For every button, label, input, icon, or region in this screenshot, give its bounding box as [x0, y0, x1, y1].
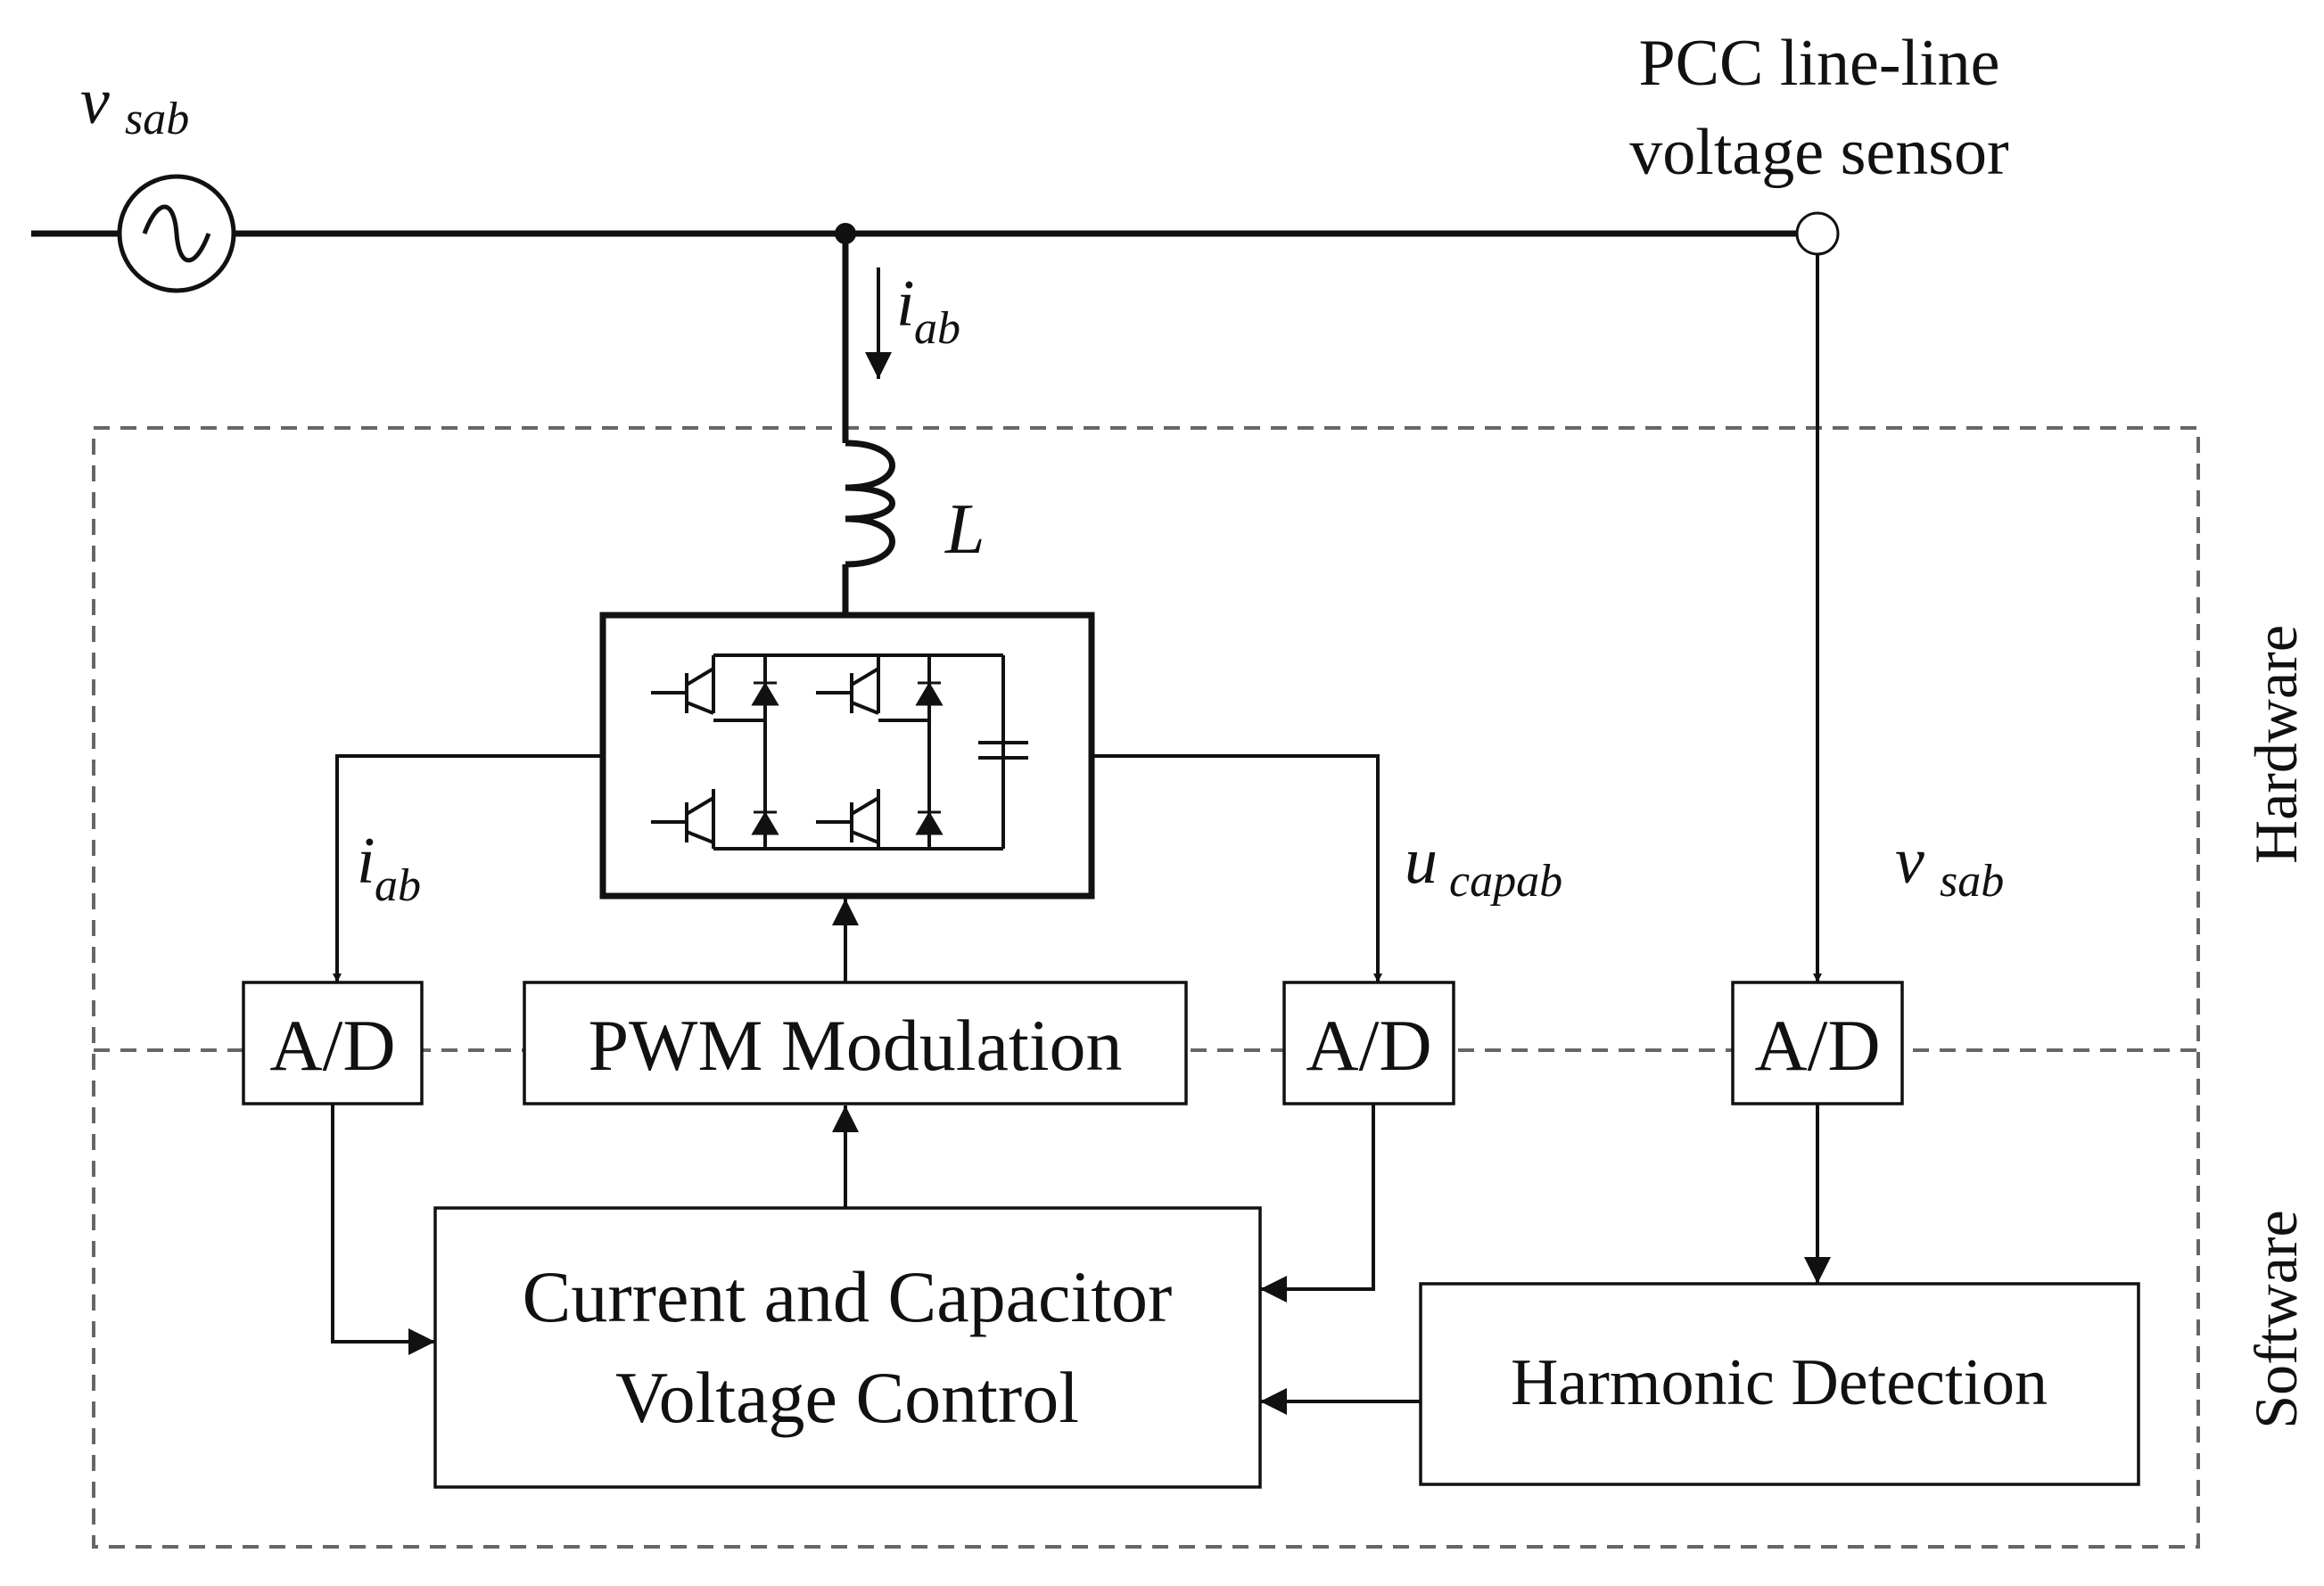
sensed-voltage-label: v sab [1895, 825, 2004, 907]
source-voltage-label: v sab [80, 65, 189, 144]
svg-text:sab: sab [125, 94, 189, 144]
ad-converter-current: A/D [242, 981, 424, 1105]
svg-text:i: i [896, 267, 915, 341]
sensor-label-line2: voltage sensor [1629, 116, 2008, 189]
svg-text:v: v [80, 65, 110, 138]
ad-converter-capacitor: A/D [1282, 981, 1455, 1105]
capacitor-voltage-label: u capab [1405, 825, 1562, 907]
capacitor-voltage-wire [1092, 754, 1382, 982]
svg-text:Harmonic Detection: Harmonic Detection [1511, 1346, 2048, 1419]
svg-text:capab: capab [1449, 856, 1562, 907]
svg-text:PWM Modulation: PWM Modulation [588, 1005, 1122, 1086]
inductor-icon [845, 440, 895, 568]
svg-text:A/D: A/D [1306, 1005, 1431, 1086]
software-region-label: Software [2242, 1210, 2310, 1428]
svg-text:Current and Capacitor: Current and Capacitor [523, 1256, 1173, 1337]
harmonic-detection-block: Harmonic Detection [1419, 1282, 2140, 1486]
ad1-to-control-wire [331, 1104, 435, 1355]
svg-text:Voltage Control: Voltage Control [615, 1357, 1079, 1438]
svg-text:A/D: A/D [269, 1005, 395, 1086]
inverter-box [599, 612, 1095, 900]
svg-text:sab: sab [1940, 856, 2004, 907]
current-feedback-wire [333, 754, 603, 982]
ac-source-icon [117, 174, 236, 293]
system-boundary [92, 426, 2200, 1549]
ad-converter-voltage: A/D [1731, 981, 1904, 1105]
pwm-modulation-block: PWM Modulation [523, 981, 1188, 1105]
sensor-label-line1: PCC line-line [1639, 27, 2000, 100]
line-current-label: i ab [896, 267, 960, 354]
svg-text:ab: ab [914, 303, 960, 354]
svg-text:ab: ab [375, 860, 421, 911]
svg-text:v: v [1895, 825, 1924, 898]
voltage-sensor-icon [1795, 211, 1840, 256]
svg-text:u: u [1405, 825, 1438, 898]
inductor-label: L [944, 490, 985, 569]
svg-text:A/D: A/D [1754, 1005, 1880, 1086]
ad2-to-control-wire [1260, 1104, 1375, 1302]
current-voltage-control-block: Current and Capacitor Voltage Control [433, 1206, 1262, 1489]
diode-icons [751, 681, 944, 835]
svg-text:i: i [357, 825, 375, 898]
hardware-region-label: Hardware [2242, 625, 2310, 864]
feedback-current-label: i ab [357, 825, 421, 911]
